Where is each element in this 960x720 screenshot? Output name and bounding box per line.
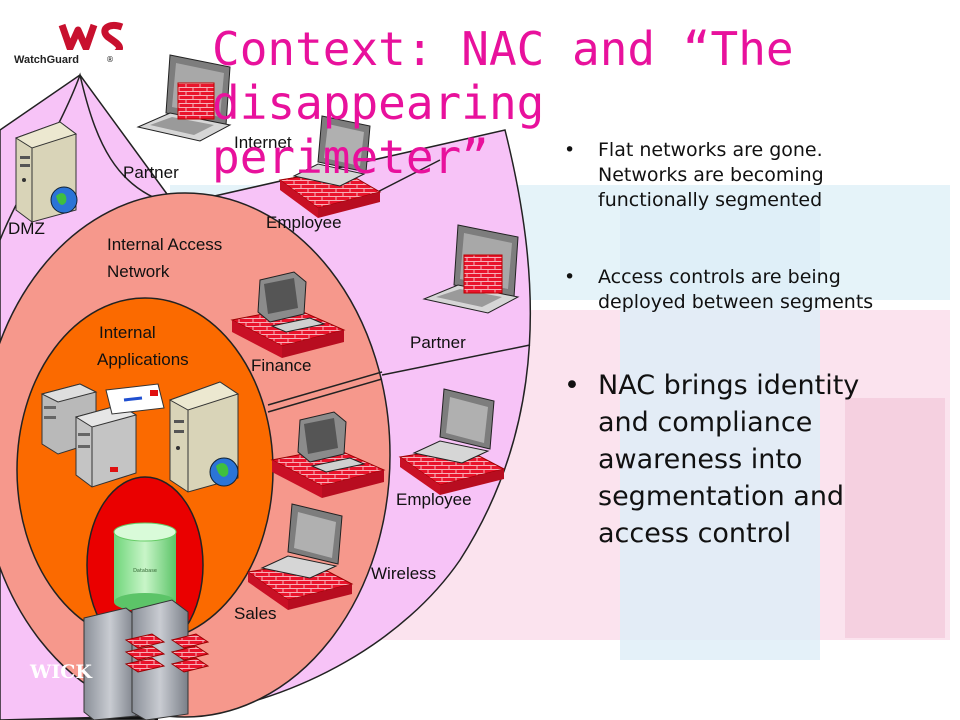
- bullet-item: Flat networks are gone. Networks are bec…: [562, 138, 892, 213]
- workstation-icon: [270, 411, 386, 498]
- internal-apps-label-line1: Internal: [99, 323, 156, 342]
- partner-top-label: Partner: [123, 163, 179, 182]
- wick-text: WICK: [29, 661, 93, 683]
- database-label: Database: [133, 568, 157, 574]
- watchguard-logo: WatchGuard ®: [12, 21, 140, 66]
- logo-text: WatchGuard: [14, 54, 79, 66]
- finance-workstation-icon: [230, 271, 346, 358]
- web-application-server-icon: [168, 381, 240, 493]
- bullet-item: NAC brings identity and compliance aware…: [562, 367, 892, 552]
- zone-divider-lines: [267, 159, 531, 413]
- employee-top-label: Employee: [266, 213, 342, 232]
- sales-label: Sales: [234, 604, 277, 623]
- partner-right-laptop-icon: [422, 224, 520, 314]
- finance-label: Finance: [251, 356, 312, 375]
- employee-top-laptop-icon: [278, 115, 382, 218]
- sales-laptop-icon: [246, 503, 354, 610]
- partner-top-laptop-icon: [136, 54, 232, 142]
- dmz-server-icon: [14, 121, 78, 223]
- application-server-icon: [74, 404, 138, 488]
- employee-right-label: Employee: [396, 490, 472, 509]
- dmz-label: DMZ: [8, 219, 45, 238]
- partner-right-label: Partner: [410, 333, 466, 352]
- internal-apps-label-line2: Applications: [97, 350, 189, 369]
- internet-label: Internet: [234, 133, 292, 152]
- document-icon: [105, 383, 165, 415]
- logo-trademark: ®: [106, 55, 114, 64]
- wireless-label: Wireless: [371, 564, 437, 583]
- server-rack-icon: [83, 599, 210, 720]
- database-icon: Database: [113, 522, 177, 611]
- bullet-list: Flat networks are gone. Networks are bec…: [562, 138, 892, 552]
- internal-access-label-line1: Internal Access: [107, 235, 223, 254]
- bullet-item: Access controls are being deployed betwe…: [562, 265, 892, 315]
- internal-access-label-line2: Network: [107, 262, 170, 281]
- employee-right-laptop-icon: [398, 388, 506, 495]
- slide-title: Context: NAC and “The disappearing perim…: [212, 22, 794, 184]
